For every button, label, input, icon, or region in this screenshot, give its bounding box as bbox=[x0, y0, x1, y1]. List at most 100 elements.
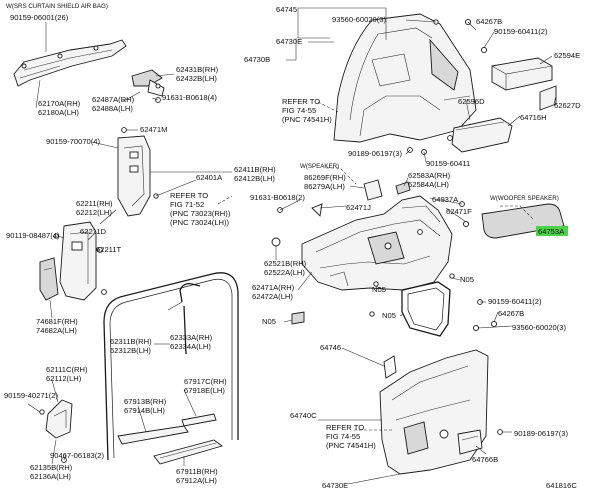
lower-rear-trim-shape bbox=[379, 349, 489, 475]
highlight-box bbox=[536, 226, 568, 236]
lower-pillar-garnish-shape bbox=[53, 221, 107, 301]
lower-bracket-shape bbox=[39, 399, 73, 463]
part-label: 62471F bbox=[446, 207, 472, 216]
part-label: 74681F(RH) bbox=[36, 317, 78, 326]
part-label: 62136A(LH) bbox=[30, 472, 71, 481]
part-label: 62112(LH) bbox=[46, 374, 82, 383]
part-label: 64766B bbox=[472, 455, 498, 464]
leader-lines bbox=[27, 7, 557, 485]
part-label: 64716H bbox=[520, 113, 547, 122]
woofer-note: W(WOOFER SPEAKER) bbox=[490, 195, 559, 202]
part-label: 64730E bbox=[276, 37, 302, 46]
part-label: 62596D bbox=[458, 97, 485, 106]
small-panel-shape bbox=[539, 85, 557, 111]
part-label: 62584A(LH) bbox=[408, 180, 449, 189]
clip-62583-shape bbox=[395, 181, 411, 195]
part-label: 93560-60020(3) bbox=[512, 323, 567, 332]
door-opening-seal-shape bbox=[103, 272, 239, 461]
reference-line: REFER TO bbox=[282, 97, 320, 106]
part-label: 91631-B0618(2) bbox=[250, 193, 305, 202]
part-label: 62583A(RH) bbox=[408, 171, 451, 180]
part-label: 67912A(LH) bbox=[176, 476, 217, 485]
part-label: 67917C(RH) bbox=[184, 377, 227, 386]
part-label: 64740C bbox=[290, 411, 317, 420]
part-label: 86269F(RH) bbox=[304, 173, 346, 182]
reference-block-2: REFER TO FIG 71-52 (PNC 73023(RH)) (PNC … bbox=[170, 191, 231, 227]
center-pillar-garnish-shape bbox=[117, 127, 151, 217]
part-label: 64267B bbox=[476, 17, 502, 26]
storage-box-shape bbox=[491, 57, 553, 91]
figure-id: 641816C bbox=[546, 481, 577, 490]
part-label: 62312B(LH) bbox=[110, 346, 151, 355]
part-label: 86279A(LH) bbox=[304, 182, 345, 191]
part-label: 67914B(LH) bbox=[124, 406, 165, 415]
part-label: 64267B bbox=[498, 309, 524, 318]
part-label: 67911B(RH) bbox=[176, 467, 218, 476]
part-label: 90159-06001(26) bbox=[10, 13, 69, 22]
part-label: 74682A(LH) bbox=[36, 326, 77, 335]
part-label: N05 bbox=[460, 275, 474, 284]
clip-62471j-shape bbox=[311, 203, 323, 217]
part-label: 62170A(RH) bbox=[38, 99, 81, 108]
part-label: 62471A(RH) bbox=[252, 283, 295, 292]
part-label: 62411B(RH) bbox=[234, 165, 276, 174]
part-label: 90159-60411 bbox=[426, 159, 470, 168]
reference-line: FIG 74-55 bbox=[282, 106, 316, 115]
part-label: 62180A(LH) bbox=[38, 108, 79, 117]
part-label: 62432B(LH) bbox=[176, 74, 217, 83]
part-label: 62521B(RH) bbox=[264, 259, 307, 268]
part-label: 62111C(RH) bbox=[46, 365, 88, 374]
part-label: 62471J bbox=[346, 203, 371, 212]
reference-block-1: REFER TO FIG 74-55 (PNC 74541H) bbox=[282, 97, 332, 124]
part-label: 64746 bbox=[320, 343, 341, 352]
part-label: 90159-70070(4) bbox=[46, 137, 101, 146]
part-label: 62471M bbox=[140, 125, 167, 134]
highlighted-part[interactable]: 64753A bbox=[536, 226, 568, 236]
part-label: 62212(LH) bbox=[76, 208, 112, 217]
part-label: 67918E(LH) bbox=[184, 386, 225, 395]
part-label: N05 bbox=[372, 285, 386, 294]
part-label: 62487A(RH) bbox=[92, 95, 135, 104]
part-label: 62211T bbox=[96, 245, 122, 254]
part-label: 64753A bbox=[538, 227, 565, 236]
part-label: 62211(RH) bbox=[76, 199, 113, 208]
part-label: 62472A(LH) bbox=[252, 292, 293, 301]
part-label: 62488A(LH) bbox=[92, 104, 133, 113]
part-label: 64745 bbox=[276, 5, 297, 14]
part-label: 62522A(LH) bbox=[264, 268, 305, 277]
part-label: 90159-60411(2) bbox=[488, 297, 542, 306]
part-label: 90119-08487(4) bbox=[6, 231, 60, 240]
reference-line: (PNC 73023(RH)) bbox=[170, 209, 231, 218]
bracket-shape bbox=[39, 257, 59, 301]
reference-line: FIG 74-55 bbox=[326, 432, 360, 441]
part-label: 93560-60020(3) bbox=[332, 15, 387, 24]
part-label: 90189-06197(3) bbox=[348, 149, 403, 158]
part-label: 62311B(RH) bbox=[110, 337, 152, 346]
curtain-airbag-shape bbox=[13, 39, 127, 87]
part-label: 64730B bbox=[244, 55, 270, 64]
part-label: 62594E bbox=[554, 51, 580, 60]
lower-quarter-trim-shape bbox=[301, 195, 453, 291]
part-label: 90467-06183(2) bbox=[50, 451, 105, 460]
part-label: 62135B(RH) bbox=[30, 463, 73, 472]
part-label: N05 bbox=[382, 311, 396, 320]
part-label: 64730E bbox=[322, 481, 348, 490]
deck-frame-shape bbox=[291, 281, 451, 337]
pillar-garnish-clip-shape bbox=[131, 69, 165, 103]
reference-block-3: REFER TO FIG 74-55 (PNC 74541H) bbox=[326, 423, 376, 450]
part-label: 62334A(LH) bbox=[170, 342, 211, 351]
reference-line: FIG 71-52 bbox=[170, 200, 204, 209]
reference-line: (PNC 74541H) bbox=[326, 441, 376, 450]
reference-line: (PNC 73024(LH)) bbox=[170, 218, 230, 227]
part-label: 90189-06197(3) bbox=[514, 429, 569, 438]
airbag-note: W(SRS CURTAIN SHIELD AIR BAG) bbox=[6, 3, 108, 10]
part-label: 90159-60411(2) bbox=[494, 27, 548, 36]
door-seal-segment-shape bbox=[179, 282, 201, 355]
part-label: 62627D bbox=[554, 101, 581, 110]
reference-line: REFER TO bbox=[326, 423, 364, 432]
part-label: 67913B(RH) bbox=[124, 397, 167, 406]
part-label: 62401A bbox=[196, 173, 223, 182]
upper-quarter-trim-shape bbox=[333, 13, 477, 143]
